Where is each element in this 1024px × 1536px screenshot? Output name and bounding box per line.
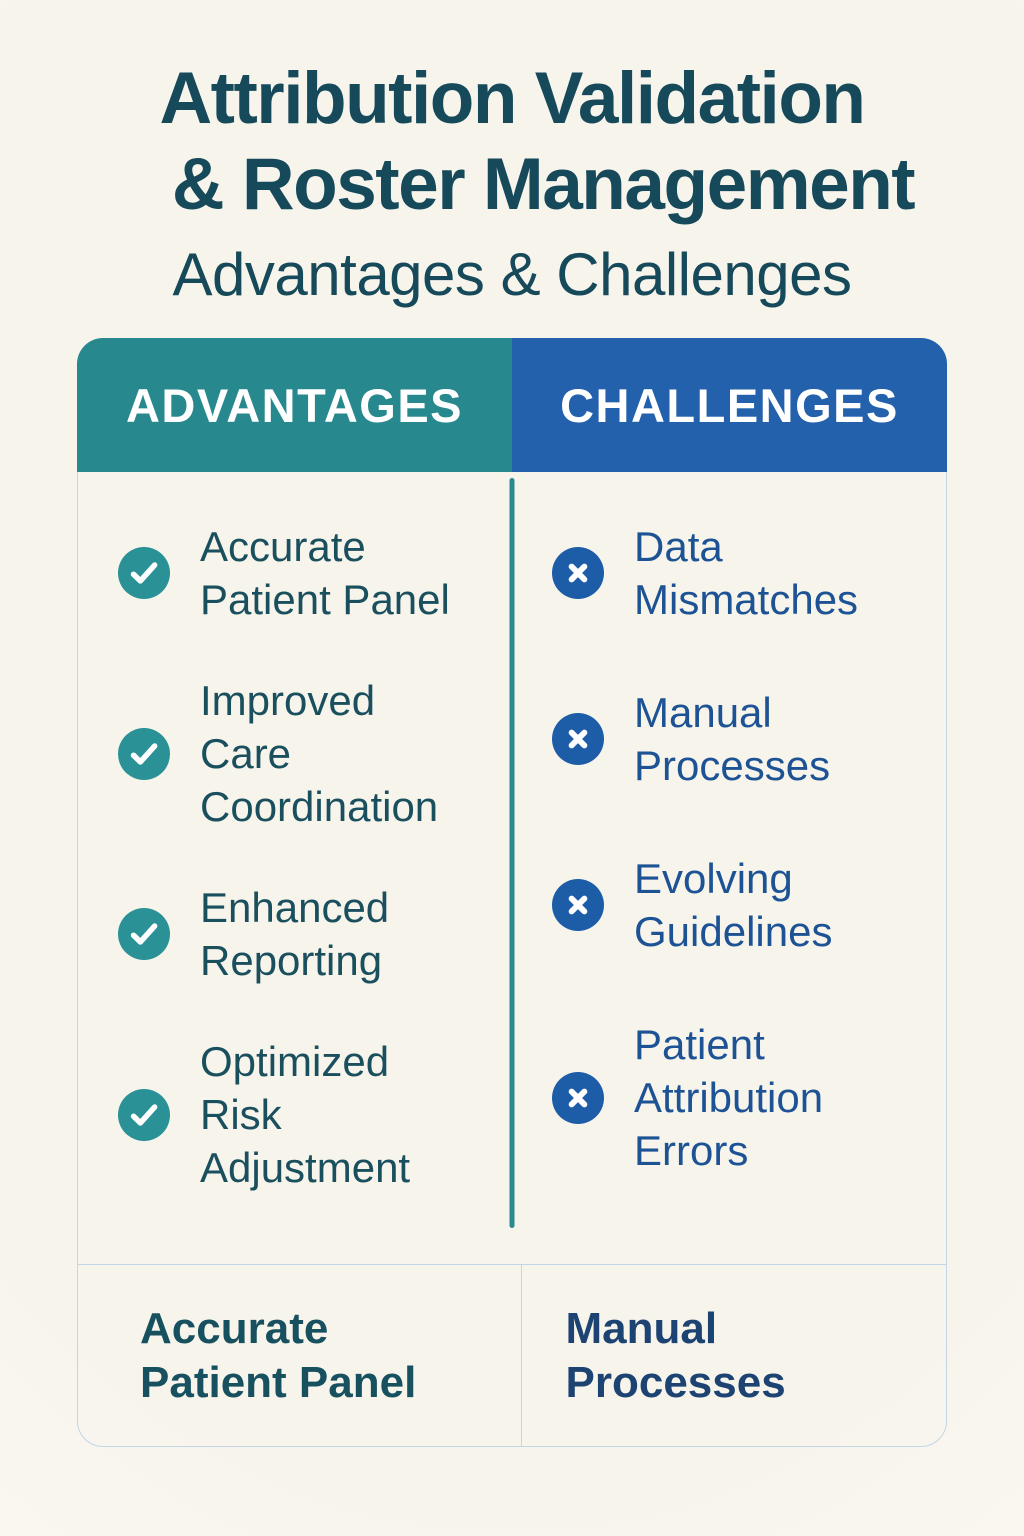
page-title-line-1: Attribution Validation (159, 58, 866, 139)
check-icon (118, 1088, 170, 1141)
page-title-line-2: & Roster Management (171, 144, 916, 225)
challenge-item-label: Patient Attribution Errors (634, 1021, 824, 1174)
challenges-header-cell: CHALLENGES (512, 338, 947, 472)
x-icon (552, 879, 604, 931)
check-icon (118, 547, 170, 599)
check-icon (118, 908, 170, 960)
advantages-header-cell: ADVANTAGES (77, 338, 512, 472)
table-header-row: ADVANTAGES CHALLENGES (77, 338, 947, 472)
advantage-item-4: Optimized Risk Adjustment (118, 1035, 504, 1194)
check-icon (118, 727, 170, 780)
challenge-item-1: Data Mismatches (552, 520, 938, 626)
advantages-column: Accurate Patient Panel Improved Care Coo… (78, 472, 512, 1264)
challenge-item-3: Evolving Guidelines (552, 852, 938, 958)
challenge-item-label: Manual Processes (634, 689, 831, 789)
advantage-item-2: Improved Care Coordination (118, 674, 504, 833)
x-icon (552, 547, 604, 599)
challenge-item-2: Manual Processes (552, 686, 938, 792)
advantage-item-label: Accurate Patient Panel (200, 523, 450, 623)
title-block: Attribution Validation & Roster Manageme… (0, 0, 1024, 308)
table-body: Accurate Patient Panel Improved Care Coo… (77, 472, 947, 1264)
challenge-item-4: Patient Attribution Errors (552, 1018, 938, 1177)
advantage-item-label: Optimized Risk Adjustment (200, 1038, 411, 1191)
column-divider (509, 478, 515, 1228)
advantages-footer-cell: Accurate Patient Panel (140, 1303, 417, 1407)
page-title: Attribution Validation & Roster Manageme… (0, 56, 1024, 228)
challenges-footer-cell: Manual Processes (520, 1265, 947, 1446)
page-subtitle: Advantages & Challenges (172, 241, 852, 308)
challenge-item-label: Evolving Guidelines (634, 855, 833, 955)
table-footer-row: Accurate Patient Panel Manual Processes (77, 1264, 947, 1447)
challenges-column: Data Mismatches Manual Processes Evolvin… (512, 472, 946, 1264)
x-icon (552, 713, 604, 765)
challenge-item-label: Data Mismatches (634, 523, 859, 623)
x-icon (552, 1071, 604, 1124)
comparison-table: ADVANTAGES CHALLENGES Accurate Patient P… (77, 338, 947, 1447)
advantage-item-label: Enhanced Reporting (200, 884, 390, 984)
advantage-item-1: Accurate Patient Panel (118, 520, 504, 626)
advantage-item-3: Enhanced Reporting (118, 881, 504, 987)
advantage-item-label: Improved Care Coordination (200, 677, 439, 830)
